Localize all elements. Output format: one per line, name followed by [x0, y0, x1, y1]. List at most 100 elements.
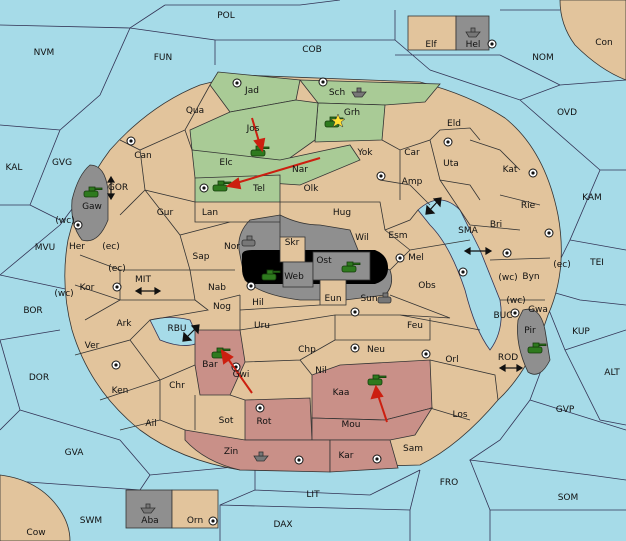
label-her: Her [69, 242, 85, 252]
label-nar: Nar [292, 165, 308, 175]
label-fro: FRO [440, 478, 459, 488]
label-pir: Pir [524, 326, 536, 336]
label-jos: Jos [246, 124, 260, 134]
label-mit: MIT [135, 275, 151, 285]
province-rot[interactable] [244, 397, 313, 441]
fleet-unit [351, 87, 367, 98]
label-kaa: Kaa [333, 388, 350, 398]
label-con: Con [595, 38, 613, 48]
label-kal: KAL [6, 163, 23, 173]
label-web: Web [284, 272, 304, 282]
label-nvm: NVM [34, 48, 55, 58]
label-ec3: (ec) [553, 260, 571, 270]
army-unit [367, 374, 387, 386]
province-kar[interactable] [329, 439, 399, 473]
label-grh: Grh [344, 108, 360, 118]
label-mou: Mou [342, 420, 361, 430]
label-sot: Sot [219, 416, 234, 426]
label-hel: Hel [466, 40, 481, 50]
label-kar: Kar [339, 451, 354, 461]
label-lan: Lan [202, 208, 218, 218]
army-unit-grey [241, 235, 256, 247]
land-borders [74, 84, 551, 431]
label-ver: Ver [85, 341, 100, 351]
connection-arrows [106, 175, 524, 373]
label-bor: BOR [23, 306, 42, 316]
province-con[interactable] [559, 0, 626, 81]
province-cow[interactable] [0, 474, 71, 541]
grey-units [140, 27, 481, 514]
province-kaa[interactable] [311, 359, 433, 421]
move-arrows [220, 117, 388, 423]
label-car: Car [404, 148, 420, 158]
label-swm: SWM [80, 516, 102, 526]
province-web[interactable] [282, 261, 314, 288]
label-gaw: Gaw [82, 202, 102, 212]
province-pir[interactable] [517, 308, 551, 375]
label-gwa: Gwa [528, 305, 548, 315]
label-jad: Jad [244, 86, 259, 96]
label-elc: Elc [219, 158, 232, 168]
label-olk: Olk [304, 184, 320, 194]
label-tei: TEI [589, 258, 604, 268]
label-pol: POL [217, 11, 235, 21]
province-ost[interactable] [312, 251, 371, 281]
army-unit-grey [377, 292, 392, 304]
army-unit [83, 186, 103, 198]
label-nil: Nil [315, 366, 327, 376]
label-rod: ROD [498, 353, 518, 363]
label-gvp: GVP [556, 405, 575, 415]
label-ost: Ost [316, 256, 332, 266]
label-ovd: OVD [557, 108, 577, 118]
label-lit: LIT [306, 490, 320, 500]
label-ail: Ail [145, 419, 156, 429]
label-cob: COB [302, 45, 322, 55]
label-feu: Feu [407, 321, 423, 331]
label-skr: Skr [285, 238, 300, 248]
label-chp: Chp [298, 345, 316, 355]
label-kat: Kat [503, 165, 518, 175]
label-dor: DOR [29, 373, 49, 383]
star-icon [330, 113, 346, 128]
label-cow: Cow [26, 528, 45, 538]
label-neu: Neu [367, 345, 385, 355]
label-kam: KAM [582, 193, 602, 203]
label-obs: Obs [418, 281, 436, 291]
label-sun: Sun [360, 294, 377, 304]
label-gwi: Gwi [233, 370, 250, 380]
label-bri: Bri [490, 220, 502, 230]
label-mel: Mel [408, 253, 424, 263]
label-esm: Esm [388, 231, 407, 241]
label-fun: FUN [154, 53, 173, 63]
label-wc3: (wc) [54, 289, 73, 299]
label-mvu: MVU [35, 243, 56, 253]
province-sch[interactable] [299, 79, 441, 106]
label-ec1: (ec) [102, 242, 120, 252]
label-uru: Uru [254, 321, 270, 331]
label-kup: KUP [572, 327, 590, 337]
label-byn: Byn [522, 272, 539, 282]
label-uta: Uta [443, 159, 459, 169]
label-nor: Nor [224, 242, 240, 252]
fleet-unit [253, 451, 269, 462]
label-ec2: (ec) [108, 264, 126, 274]
province-jos[interactable] [189, 99, 319, 166]
label-can: Can [134, 151, 152, 161]
province-elf[interactable] [407, 15, 457, 51]
label-hug: Hug [333, 208, 351, 218]
label-gvg: GVG [52, 158, 72, 168]
label-eun: Eun [324, 294, 341, 304]
label-sam: Sam [403, 444, 423, 454]
label-nom: NOM [532, 53, 554, 63]
fleet-unit [465, 27, 481, 38]
label-alt: ALT [604, 368, 620, 378]
province-eun[interactable] [319, 279, 347, 306]
army-unit [250, 145, 270, 157]
label-tel: Tel [252, 184, 265, 194]
label-orn: Orn [187, 516, 203, 526]
label-rie: Rie [521, 201, 536, 211]
